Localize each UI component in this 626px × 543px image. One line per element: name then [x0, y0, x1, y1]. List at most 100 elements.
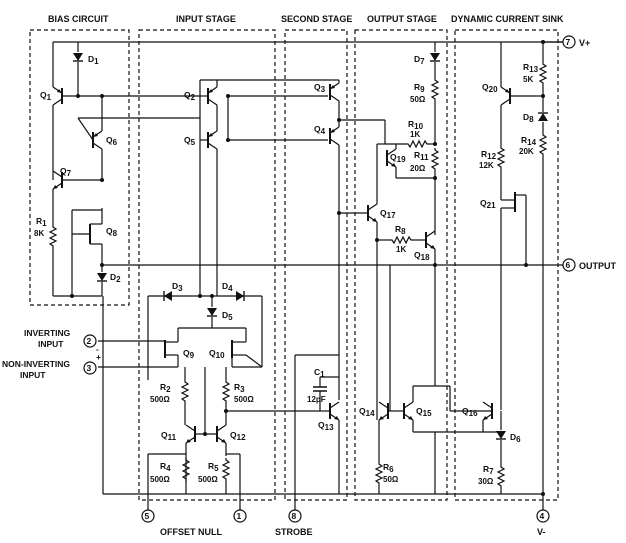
label-q11: Q11 [161, 430, 177, 442]
value-r9: 50Ω [410, 95, 426, 104]
d3-diode-icon [163, 290, 173, 302]
label-q1: Q1 [40, 90, 52, 102]
label-d2: D2 [110, 272, 121, 284]
r14-resistor-icon [539, 132, 547, 158]
inverting-sign: - [96, 344, 99, 354]
pin-6-number: 6 [566, 260, 571, 270]
label-q7: Q7 [60, 166, 72, 178]
label-r11: R11 [414, 150, 429, 162]
q18-transistor-icon [425, 230, 436, 250]
r11-resistor-icon [431, 147, 439, 173]
label-q6: Q6 [106, 135, 118, 147]
label-c1: C1 [314, 367, 325, 379]
d8-diode-icon [537, 112, 549, 122]
value-r7: 30Ω [478, 477, 494, 486]
vminus-label: V- [537, 527, 546, 537]
value-r2: 500Ω [150, 395, 170, 404]
label-d7: D7 [414, 54, 425, 66]
inverting-label-2: INPUT [38, 339, 64, 349]
pin-5-number: 5 [145, 511, 150, 521]
value-r6: 50Ω [383, 475, 399, 484]
r10-resistor-icon [405, 140, 431, 148]
value-r3: 500Ω [234, 395, 254, 404]
pin-3-non-inverting [83, 361, 97, 375]
value-r14: 20K [519, 147, 534, 156]
q13-transistor-icon [329, 401, 340, 421]
value-r11: 20Ω [410, 164, 426, 173]
strobe-label: STROBE [275, 527, 313, 537]
label-q17: Q17 [380, 208, 396, 220]
pin-8-number: 8 [292, 511, 297, 521]
label-d6: D6 [510, 432, 521, 444]
r7-resistor-icon [497, 464, 505, 490]
label-r3: R3 [234, 382, 245, 394]
d6-diode-icon [495, 430, 507, 440]
value-r1: 8K [34, 229, 44, 238]
label-d4: D4 [222, 281, 233, 293]
r3-resistor-icon [222, 379, 230, 405]
noninv-label-1: NON-INVERTING [2, 359, 70, 369]
q2-transistor-icon [207, 86, 218, 106]
label-q12: Q12 [230, 430, 246, 442]
label-r5: R5 [208, 461, 219, 473]
section-title-sink: DYNAMIC CURRENT SINK [451, 14, 564, 24]
label-q20: Q20 [482, 82, 498, 94]
q20-transistor-icon [500, 86, 511, 106]
value-c1: 12pF [307, 395, 326, 404]
offset-null-label: OFFSET NULL [160, 527, 222, 537]
q11-transistor-icon [185, 424, 196, 444]
value-r13: 5K [523, 75, 533, 84]
r12-resistor-icon [497, 145, 505, 171]
label-d5: D5 [222, 310, 233, 322]
label-r14: R14 [521, 135, 537, 147]
label-q5: Q5 [184, 135, 196, 147]
q4-transistor-icon [329, 126, 340, 146]
pin-4-vminus [536, 509, 550, 523]
q17-transistor-icon [367, 203, 378, 223]
label-q9: Q9 [183, 348, 195, 360]
r1-resistor-icon [49, 224, 57, 250]
pin-7-number: 7 [566, 37, 571, 47]
value-r5: 500Ω [198, 475, 218, 484]
d1-diode-icon [72, 52, 84, 62]
q3-transistor-icon [329, 82, 340, 102]
r13-resistor-icon [539, 61, 547, 87]
d7-diode-icon [429, 52, 441, 62]
label-q4: Q4 [314, 124, 326, 136]
label-r6: R6 [383, 462, 394, 474]
pin-7-vplus [562, 35, 576, 49]
pin-3-number: 3 [87, 363, 92, 373]
label-q10: Q10 [209, 348, 225, 360]
value-r10: 1K [410, 130, 420, 139]
label-r4: R4 [160, 461, 171, 473]
q12-transistor-icon [216, 424, 227, 444]
section-title-output: OUTPUT STAGE [367, 14, 437, 24]
pin-2-number: 2 [87, 336, 92, 346]
q5-transistor-icon [207, 130, 218, 150]
r9-resistor-icon [431, 77, 439, 103]
d2-diode-icon [96, 272, 108, 282]
label-d3: D3 [172, 281, 183, 293]
q15-transistor-icon [403, 401, 414, 421]
pin-2-inverting [83, 334, 97, 348]
output-label: OUTPUT [579, 261, 617, 271]
r2-resistor-icon [181, 379, 189, 405]
value-r12: 12K [479, 161, 494, 170]
label-r8: R8 [395, 224, 406, 236]
label-q21: Q21 [480, 198, 496, 210]
label-q14: Q14 [359, 406, 375, 418]
d5-diode-icon [206, 307, 218, 317]
r6-resistor-icon [375, 461, 383, 487]
label-r7: R7 [483, 464, 494, 476]
pin-1-number: 1 [237, 511, 242, 521]
label-q18: Q18 [414, 250, 430, 262]
value-r8: 1K [396, 245, 406, 254]
section-title-bias: BIAS CIRCUIT [48, 14, 109, 24]
section-title-input: INPUT STAGE [176, 14, 236, 24]
pin-4-number: 4 [540, 511, 545, 521]
r8-resistor-icon [389, 236, 415, 244]
label-d1: D1 [88, 54, 99, 66]
section-title-second: SECOND STAGE [281, 14, 352, 24]
label-r13: R13 [523, 62, 539, 74]
